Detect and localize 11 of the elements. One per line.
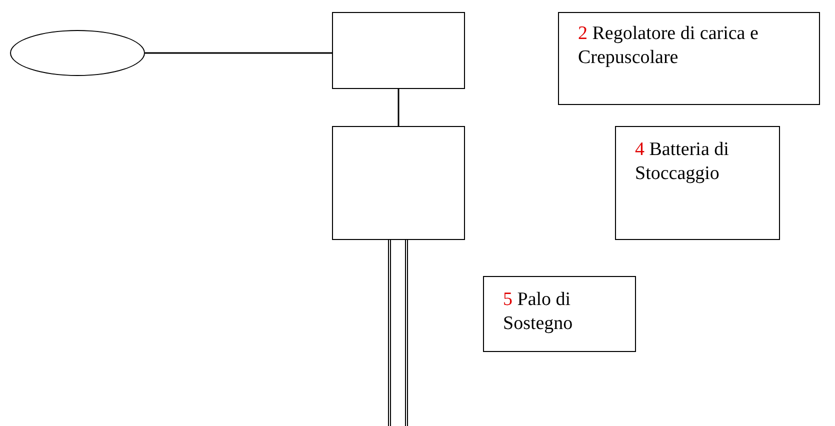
connector-line: [145, 52, 332, 54]
label-box: [483, 276, 636, 352]
label-box: [615, 126, 780, 240]
label-text: 2 Regolatore di carica e Crepuscolare: [578, 22, 760, 70]
label-text: 4 Batteria di Stoccaggio: [635, 138, 730, 186]
pole-drawing: [388, 240, 408, 426]
empty-box: [332, 126, 465, 240]
label-box: [558, 12, 820, 105]
label-text: 5 Palo di Sostegno: [503, 288, 574, 336]
empty-box: [332, 12, 465, 89]
connector-line: [398, 89, 400, 126]
